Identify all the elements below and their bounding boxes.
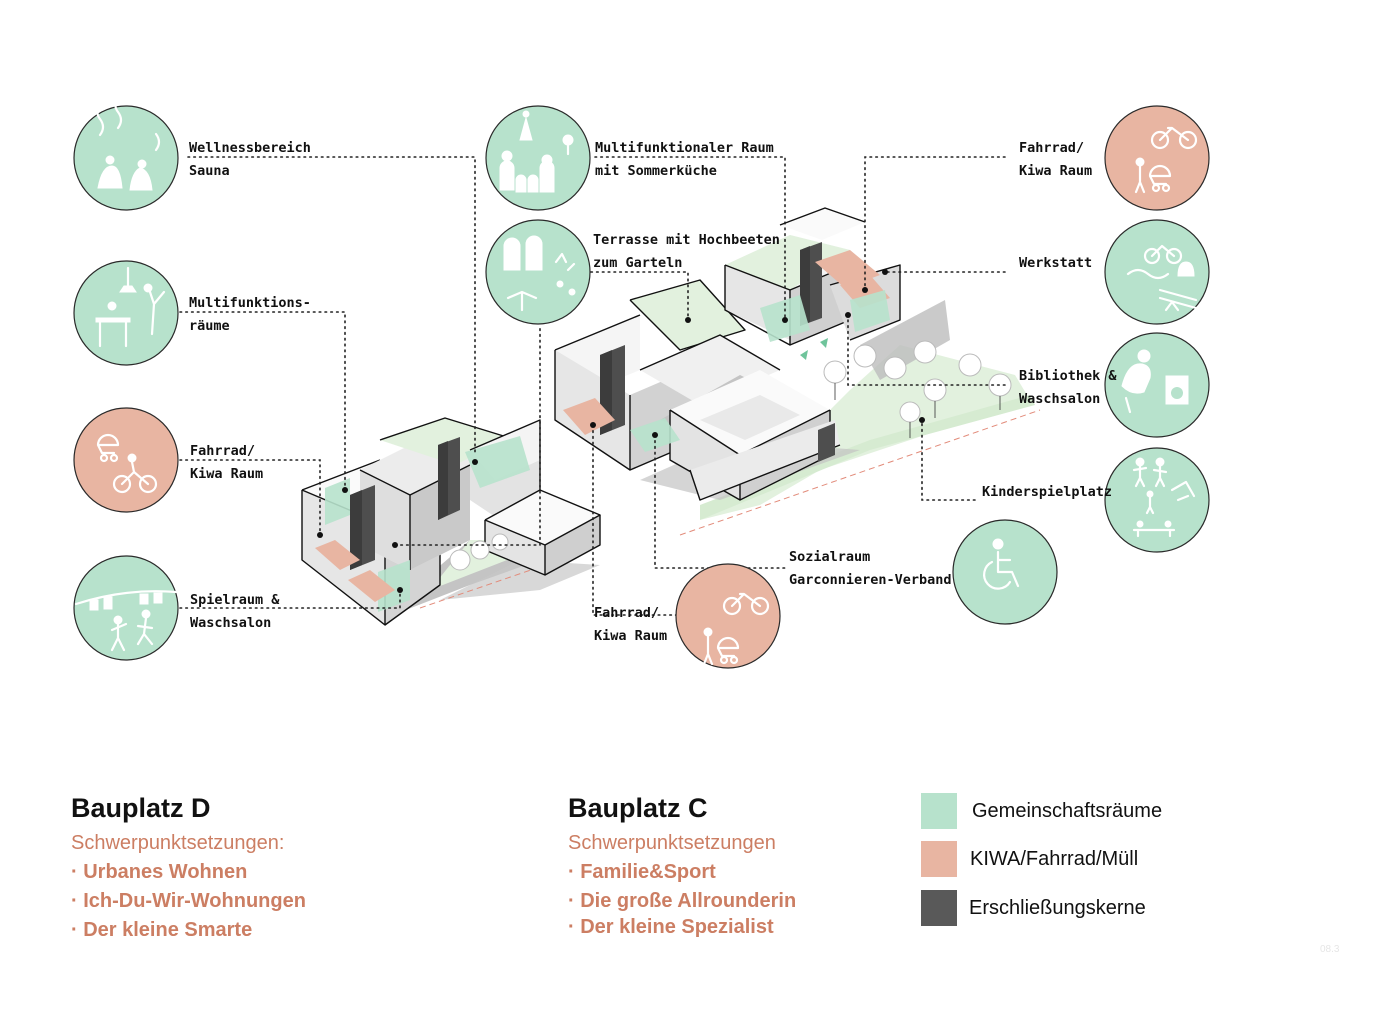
label-sozialraum-line1: Sozialraum [789,549,870,565]
bauplatz-c-item: · Familie&Sport [568,861,716,883]
label-multi-raum-line1: Multifunktionaler Raum [595,140,774,156]
label-werkstatt: Werkstatt [1019,255,1092,271]
page-number: 08.3 [1320,944,1340,955]
label-bibliothek-line2: Waschsalon [1019,391,1100,407]
legend-label-kerne: Erschließungskerne [969,897,1146,919]
laundry-dancers-icon [73,555,179,661]
bicycle-stroller-icon-top [1104,105,1210,211]
bauplatz-d-item: · Der kleine Smarte [71,919,253,941]
stroller-bicycle-icon [73,407,179,513]
callout-labels: Wellnessbereich Sauna Multifunktions- rä… [189,140,1117,644]
label-c-fahrrad-top-line2: Kiwa Raum [1019,163,1092,179]
legend-label-kiwa: KIWA/Fahrrad/Müll [970,848,1139,870]
reading-washer-icon [1104,332,1210,438]
label-bibliothek-line1: Bibliothek & [1019,368,1117,384]
bauplatz-c-subtitle: Schwerpunktsetzungen [568,832,776,854]
label-multifunktionsraeume-line1: Multifunktions- [189,295,311,311]
label-c-fahrrad-top-line1: Fahrrad/ [1019,140,1084,156]
legend-swatch-gemeinschaft [921,793,957,829]
label-wellness-line1: Wellnessbereich [189,140,311,156]
building-bauplatz-d [301,417,601,626]
bauplatz-c-item: · Der kleine Spezialist [568,916,774,938]
label-kinderspielplatz: Kinderspielplatz [982,484,1112,500]
family-dinner-icon [485,105,591,211]
bauplatz-d-title: Bauplatz D [71,793,211,823]
label-wellness-line2: Sauna [189,163,230,179]
label-terrasse-line2: zum Garteln [593,255,682,271]
bauplatz-d-item: · Urbanes Wohnen [71,861,248,883]
sauna-bathers-icon [73,96,179,211]
label-d-fahrrad-line2: Kiwa Raum [190,466,263,482]
bicycle-stroller-icon-bottom [675,563,781,669]
legend-label-gemeinschaft: Gemeinschaftsräume [972,800,1163,822]
legend-swatch-kerne [921,890,957,926]
bauplatz-c-title: Bauplatz C [568,793,708,823]
label-d-fahrrad-line1: Fahrrad/ [190,443,255,459]
label-terrasse-line1: Terrasse mit Hochbeeten [593,232,780,248]
wheelchair-icon [952,519,1058,625]
playground-children-icon [1104,447,1210,553]
label-multi-raum-line2: mit Sommerküche [595,163,717,179]
label-multifunktionsraeume-line2: räume [189,318,230,334]
label-c-fahrrad-bottom-line2: Kiwa Raum [594,628,667,644]
workshop-tools-icon [1104,219,1210,325]
garden-terrace-icon [485,219,591,325]
label-spielraum-line2: Waschsalon [190,615,271,631]
label-c-fahrrad-bottom-line1: Fahrrad/ [594,605,659,621]
label-sozialraum-line2: Garconnieren-Verband [789,572,952,588]
bauplatz-d-item: · Ich-Du-Wir-Wohnungen [71,890,306,912]
bauplatz-d-subtitle: Schwerpunktsetzungen: [71,832,285,854]
workspace-yoga-icon [73,260,179,366]
legend-swatch-kiwa [921,841,957,877]
label-spielraum-line1: Spielraum & [190,592,280,608]
bauplatz-c-item: · Die große Allrounderin [568,890,797,912]
leader-endpoints [317,269,925,593]
